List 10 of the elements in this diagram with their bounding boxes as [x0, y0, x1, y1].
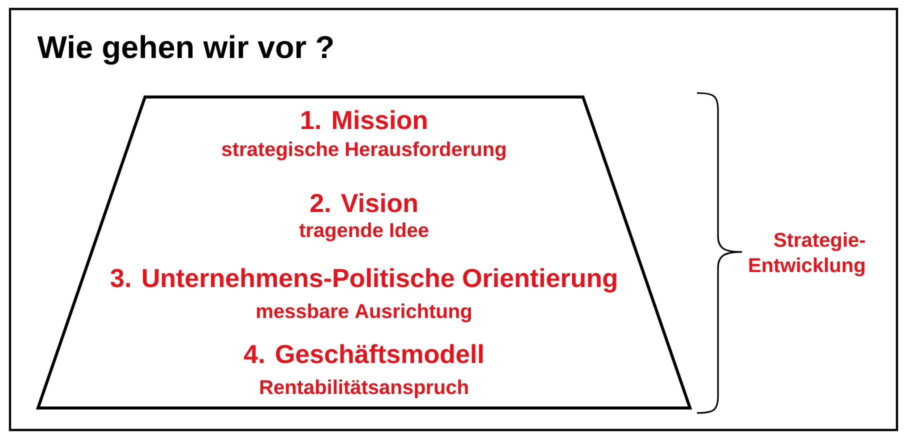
- brace-label: Strategie- Entwicklung: [749, 232, 865, 276]
- step-heading: 1. Mission: [302, 110, 426, 130]
- step-subtitle: Rentabilitätsanspruch: [260, 380, 468, 398]
- step-heading: 2. Vision: [310, 193, 417, 212]
- step-subtitle: strategische Herausforderung: [222, 142, 506, 160]
- title: Wie gehen wir vor ?: [37, 35, 333, 65]
- step-subtitle: tragende Idee: [299, 222, 428, 242]
- step-heading: 4. Geschäftsmodell: [244, 344, 483, 364]
- step-subtitle: messbare Ausrichtung: [256, 304, 471, 322]
- step-heading: 3. Unternehmens-Politische Orientierung: [110, 268, 616, 292]
